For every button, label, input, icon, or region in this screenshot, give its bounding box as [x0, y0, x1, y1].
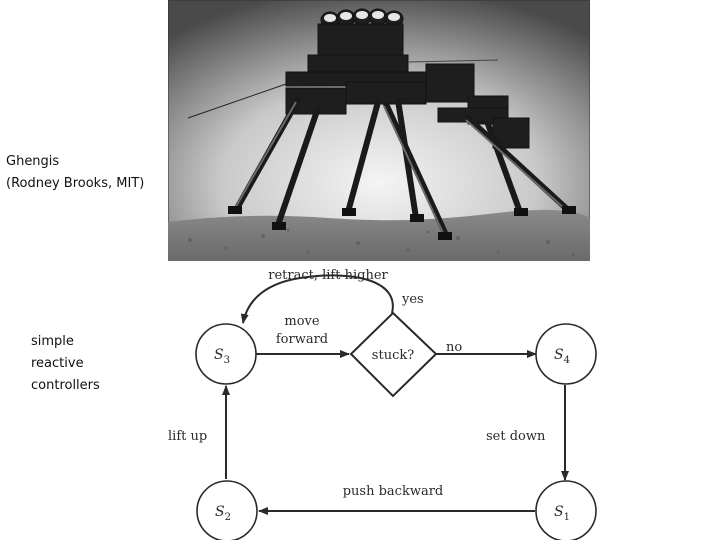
state-s4: S4 — [535, 323, 597, 385]
robot-photo — [168, 0, 590, 261]
decision-stuck: stuck? — [349, 311, 438, 398]
state-diagram: S3 S4 S2 S1 stuck? retract, lift higher … — [168, 268, 597, 540]
svg-text:stuck?: stuck? — [372, 348, 414, 363]
label-no: no — [446, 340, 462, 355]
state-s2: S2 — [196, 480, 258, 540]
label-push-backward: push backward — [343, 484, 444, 499]
svg-text:S4: S4 — [554, 347, 570, 366]
state-s1: S1 — [535, 480, 597, 540]
controllers-caption: simple reactive controllers — [31, 334, 100, 393]
svg-text:S2: S2 — [215, 504, 231, 523]
label-set-down: set down — [486, 429, 546, 444]
edge-stuck-retract-to-s3 — [240, 274, 394, 324]
svg-text:S3: S3 — [214, 347, 230, 366]
label-retract-lift-higher: retract, lift higher — [268, 268, 388, 283]
label-move: move — [284, 314, 319, 329]
robot-caption: Ghengis (Rodney Brooks, MIT) — [6, 154, 145, 191]
label-yes: yes — [401, 292, 424, 307]
state-s3: S3 — [195, 323, 257, 385]
label-lift-up: lift up — [168, 429, 207, 444]
label-forward: forward — [276, 332, 328, 347]
svg-text:S1: S1 — [554, 504, 570, 523]
